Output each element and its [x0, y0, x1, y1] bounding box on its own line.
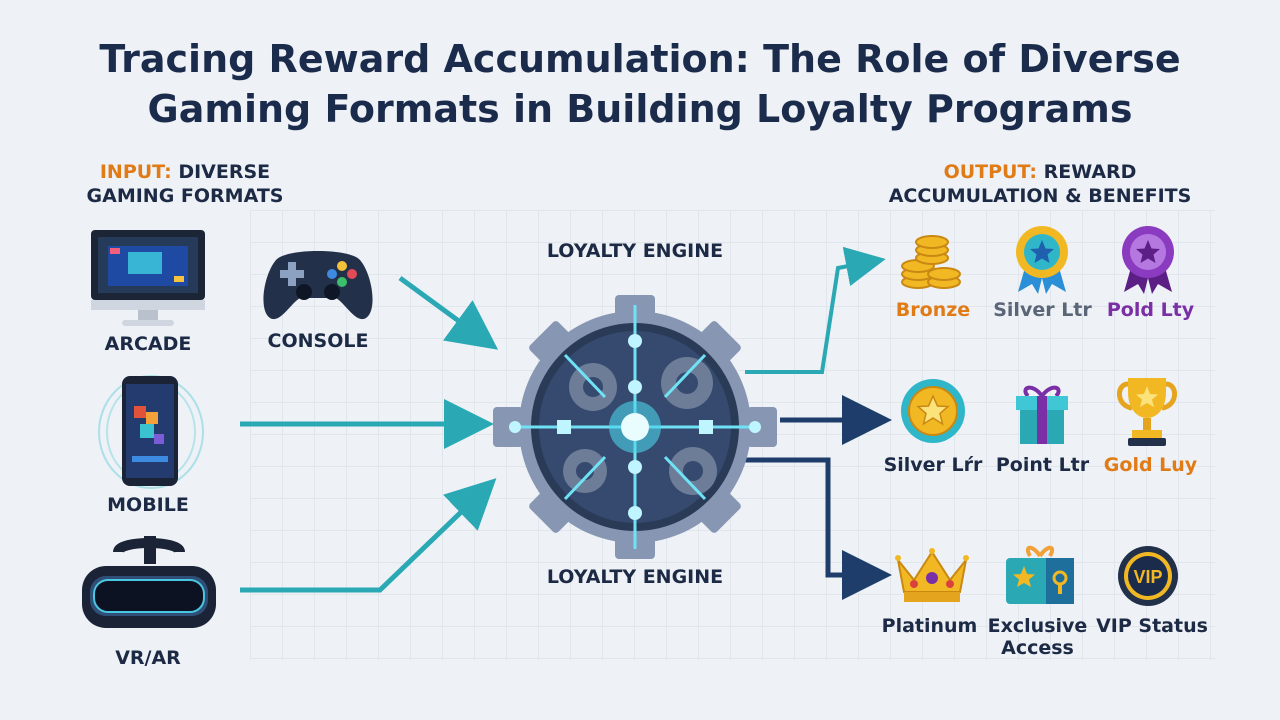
engine-top-label: LOYALTY ENGINE: [546, 240, 724, 262]
purple-rosette-icon: [1118, 224, 1178, 294]
smartphone-icon: [96, 372, 206, 492]
arcade-label: ARCADE: [104, 333, 192, 355]
gift-box-icon: [1012, 380, 1072, 446]
reward-exclusive-access-label: Exclusive Access: [980, 615, 1095, 659]
input-header-line2: GAMING FORMATS: [86, 185, 284, 207]
input-header: INPUT: DIVERSE GAMING FORMATS: [60, 160, 310, 208]
vr-label: VR/AR: [115, 647, 181, 669]
title-line-1: Tracing Reward Accumulation: The Role of…: [99, 37, 1181, 81]
title-line-2: Gaming Formats in Building Loyalty Progr…: [147, 87, 1133, 131]
star-rosette-icon: [1012, 224, 1072, 294]
mobile-label: MOBILE: [107, 494, 189, 516]
reward-exclusive-line1: Exclusive: [987, 615, 1088, 637]
monitor-icon: [88, 228, 208, 330]
reward-point-ltr-label: Point Ltr: [995, 454, 1090, 476]
arrow-out-row1: [745, 246, 886, 374]
reward-exclusive-line2: Access: [1001, 637, 1074, 659]
reward-silver-ltr-label: Silver Ltr: [993, 299, 1092, 321]
output-header: OUTPUT: REWARD ACCUMULATION & BENEFITS: [860, 160, 1220, 208]
engine-bottom-label: LOYALTY ENGINE: [546, 566, 724, 588]
reward-bronze-label: Bronze: [895, 299, 971, 321]
input-header-line1: DIVERSE: [178, 161, 271, 183]
reward-vip-status-label: VIP Status: [1096, 615, 1208, 637]
vip-badge-text: VIP: [1133, 567, 1162, 587]
arrow-console-in: [398, 275, 499, 350]
crown-icon: [894, 548, 970, 606]
reward-pold-lty-label: Pold Lty: [1106, 299, 1195, 321]
trophy-icon: [1116, 376, 1178, 448]
vr-headset-icon: [78, 536, 220, 636]
page-title: Tracing Reward Accumulation: The Role of…: [0, 34, 1280, 134]
star-medal-icon: [900, 378, 966, 444]
output-header-line1: REWARD: [1043, 161, 1137, 183]
console-label: CONSOLE: [267, 330, 369, 352]
arrow-vr-in: [240, 478, 497, 593]
reward-gold-luy-label: Gold Luy: [1103, 454, 1198, 476]
reward-platinum-label: Platinum: [881, 615, 978, 637]
gamepad-icon: [258, 240, 378, 324]
output-header-line2: ACCUMULATION & BENEFITS: [888, 185, 1192, 207]
coins-icon: [898, 230, 964, 292]
input-header-prefix: INPUT:: [99, 161, 172, 183]
output-header-prefix: OUTPUT:: [943, 161, 1037, 183]
vip-badge-icon: VIP: [1116, 544, 1180, 608]
arrow-out-row3: [745, 457, 892, 600]
ticket-icon: [1004, 542, 1076, 608]
gear-engine-icon: [490, 290, 780, 565]
reward-silver-lir-label: Silver Lŕr: [883, 454, 983, 476]
